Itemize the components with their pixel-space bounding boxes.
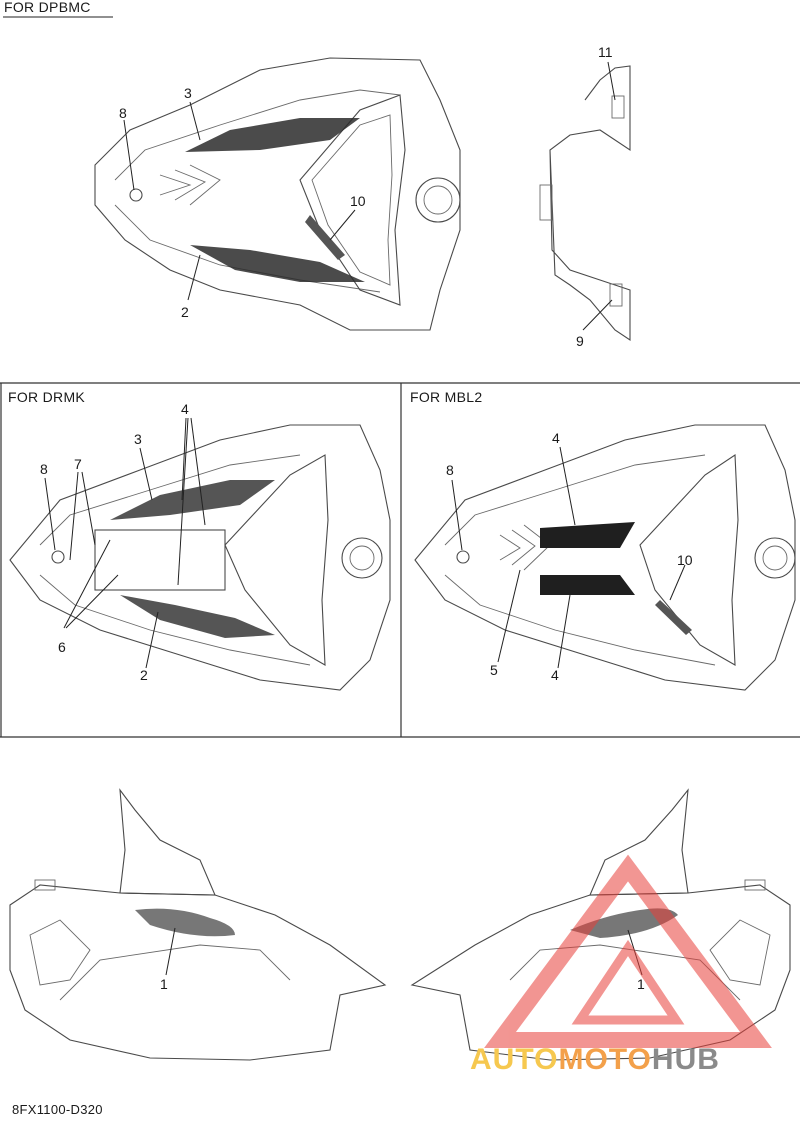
- callout-dr-3: 3: [134, 431, 142, 447]
- leader-mb-8: [451, 479, 463, 551]
- callout-side-1a: 1: [160, 976, 168, 992]
- leader-dp-9: [582, 299, 613, 331]
- leader-dr-7a: [69, 471, 79, 561]
- leader-dr-3: [139, 447, 153, 501]
- leader-dp-8: [123, 119, 135, 191]
- leader-dr-8: [44, 477, 56, 551]
- leader-dp-10: [329, 209, 356, 241]
- section-label-mbl2: FOR MBL2: [410, 389, 483, 405]
- watermark-part-3: HUB: [651, 1043, 720, 1076]
- section-label-dpbmc: FOR DPBMC: [4, 0, 91, 15]
- callout-mb-5: 5: [490, 662, 498, 678]
- left-side-cover: [9, 788, 387, 1061]
- callout-mb-4a: 4: [552, 430, 560, 446]
- section-label-drmk: FOR DRMK: [8, 389, 86, 405]
- callout-side-1b: 1: [637, 976, 645, 992]
- diagram-code: 8FX1100-D320: [12, 1102, 103, 1117]
- dpbmc-side-view: [539, 65, 631, 342]
- leader-mb-5: [497, 569, 521, 663]
- leader-side-1a: [165, 927, 176, 976]
- leader-dr-6b: [65, 574, 119, 629]
- leader-dr-4c: [177, 417, 189, 586]
- leader-mb-4a: [559, 446, 576, 526]
- leader-dr-6a: [63, 539, 111, 629]
- callout-dr-8: 8: [40, 461, 48, 477]
- leader-dp-3: [189, 101, 201, 141]
- callout-dp-10: 10: [350, 193, 366, 209]
- callout-dr-6: 6: [58, 639, 66, 655]
- callout-dr-2: 2: [140, 667, 148, 683]
- leader-dr-2: [145, 611, 159, 669]
- watermark-part-2: MOTO: [558, 1043, 652, 1076]
- watermark-logo-icon: [484, 854, 772, 1048]
- callout-dp-11: 11: [598, 44, 613, 60]
- leader-dr-7b: [81, 471, 96, 546]
- leader-dr-4a: [181, 417, 187, 501]
- drmk-rear-cowl: [9, 424, 391, 691]
- callout-dp-8: 8: [119, 105, 127, 121]
- watermark-part-1: AUTO: [470, 1043, 559, 1076]
- leader-dp-11: [607, 61, 616, 101]
- callout-dr-7: 7: [74, 456, 82, 472]
- callout-dp-9: 9: [576, 333, 584, 349]
- callout-dp-2: 2: [181, 304, 189, 320]
- dpbmc-rear-cowl: [94, 57, 461, 331]
- callout-dp-3: 3: [184, 85, 192, 101]
- callout-mb-10: 10: [677, 552, 693, 568]
- callout-mb-4b: 4: [551, 667, 559, 683]
- leader-dr-4b: [190, 417, 206, 526]
- leader-mb-10: [669, 564, 686, 601]
- leader-dp-2: [187, 254, 201, 301]
- callout-dr-4: 4: [181, 401, 189, 417]
- mbl2-rear-cowl: [414, 424, 796, 691]
- callout-mb-8: 8: [446, 462, 454, 478]
- leader-mb-4b: [557, 594, 571, 669]
- watermark-text: AUTOMOTOHUB: [470, 1043, 720, 1077]
